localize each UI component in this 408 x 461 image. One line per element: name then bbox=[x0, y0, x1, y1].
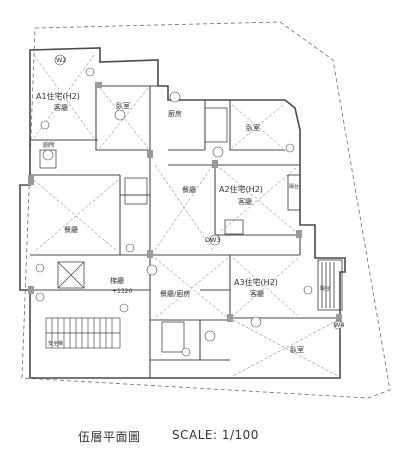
a1-bedroom-label: 臥室 bbox=[116, 101, 130, 110]
stair-label: 安全梯 bbox=[48, 340, 63, 347]
door-tag: DW3 bbox=[205, 236, 221, 244]
a2-balcony-label: 陽台 bbox=[289, 183, 299, 190]
markers bbox=[35, 54, 343, 357]
a1-bath-label: 廁所 bbox=[43, 141, 55, 149]
lobby-label: 梯廳 bbox=[110, 276, 124, 285]
a1-dining-label: 餐廳 bbox=[64, 225, 78, 234]
unit-a2-name: A2住宅(H2) bbox=[219, 184, 263, 194]
elevator bbox=[39, 107, 244, 353]
unit-a3-name: A3住宅(H2) bbox=[234, 277, 278, 287]
a3-bedroom-label: 臥室 bbox=[290, 345, 304, 354]
a1-living-label: 客廳 bbox=[54, 103, 68, 112]
a3-dining-kitchen-label: 餐廳/廚房 bbox=[160, 289, 190, 298]
window-tag: W4 bbox=[334, 321, 345, 329]
a3-balcony-label: 陽台 bbox=[320, 285, 330, 292]
a2-kitchen-label: 廚房 bbox=[168, 109, 182, 118]
room-diagonals bbox=[33, 54, 339, 377]
a2-living-label: 客廳 bbox=[238, 197, 252, 206]
unit-a1-name: A1住宅(H2) bbox=[36, 91, 80, 101]
building-outline bbox=[19, 47, 346, 379]
drawing-title: 伍層平面圖 bbox=[78, 430, 141, 444]
a2-bedroom-label: 臥室 bbox=[246, 123, 260, 132]
columns bbox=[28, 82, 342, 322]
level-label: +1320 bbox=[112, 288, 132, 295]
site-boundary bbox=[21, 21, 391, 399]
drawing-scale: SCALE: 1/100 bbox=[172, 428, 259, 442]
a3-living-label: 客廳 bbox=[250, 289, 264, 298]
window-tag: W2 bbox=[56, 56, 67, 64]
a2-dining-label: 餐廳 bbox=[182, 185, 196, 194]
balconies bbox=[287, 174, 343, 311]
stair bbox=[45, 317, 121, 349]
